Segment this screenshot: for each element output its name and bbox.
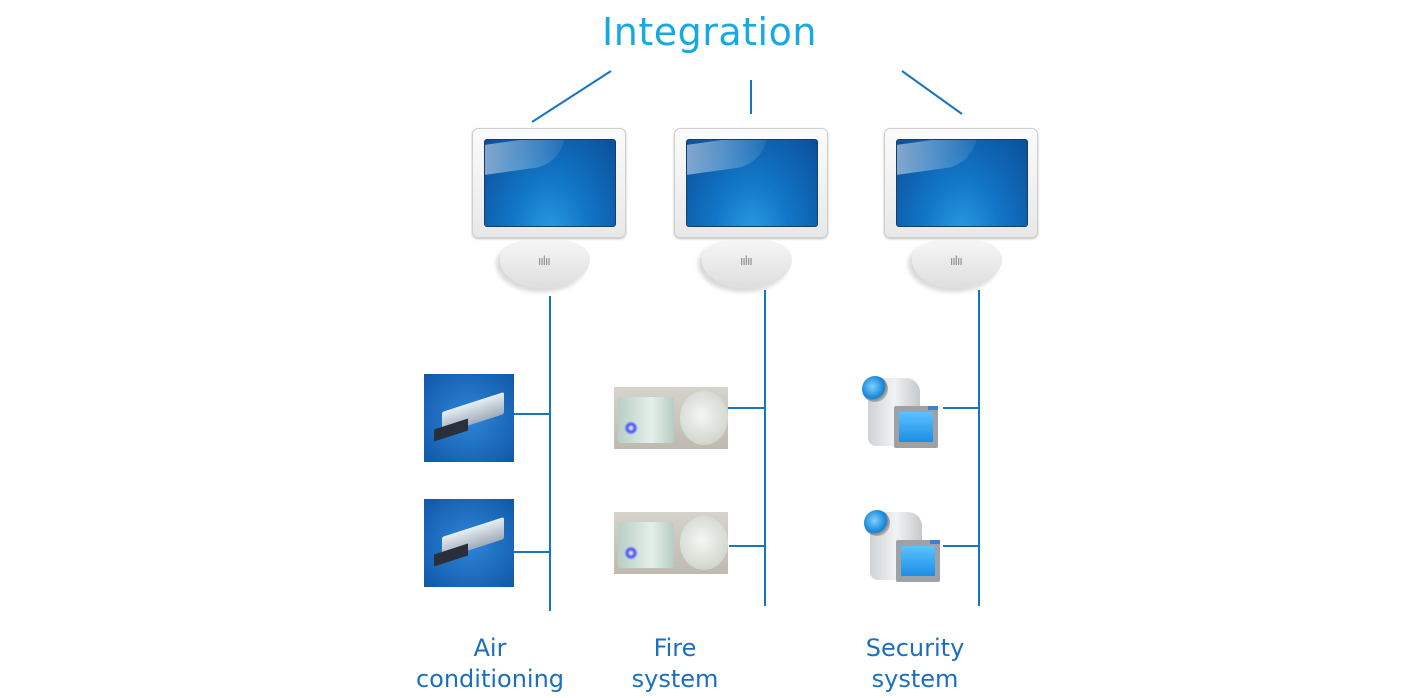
wire-title-to-left-computer bbox=[531, 70, 612, 123]
monitor-screen bbox=[896, 139, 1028, 227]
monitor-screen bbox=[484, 139, 616, 227]
label-line-1: Air bbox=[473, 634, 507, 662]
diagram-title: Integration bbox=[602, 10, 817, 54]
label-line-1: Fire bbox=[653, 634, 697, 662]
label-fire-system: Fire system bbox=[600, 633, 750, 695]
monitor-stand: ıılıı bbox=[702, 240, 792, 288]
smoke-detector-icon bbox=[614, 387, 728, 449]
monitor-stand: ıılıı bbox=[500, 240, 590, 288]
monitor-stand: ıılıı bbox=[912, 240, 1002, 288]
video-camera-icon bbox=[860, 368, 950, 458]
monitor-icon: ıılıı bbox=[884, 128, 1038, 292]
wire-title-to-right-computer bbox=[901, 70, 963, 115]
monitor-bezel bbox=[472, 128, 626, 238]
smoke-detector-icon bbox=[614, 512, 728, 574]
label-security-system: Security system bbox=[840, 633, 990, 695]
monitor-icon: ıılıı bbox=[472, 128, 626, 292]
fan-coil-unit-icon bbox=[424, 499, 514, 587]
monitor-bezel bbox=[884, 128, 1038, 238]
monitor-icon: ıılıı bbox=[674, 128, 828, 292]
label-line-2: conditioning bbox=[415, 665, 565, 693]
fan-coil-unit-icon bbox=[424, 374, 514, 462]
label-line-2: system bbox=[631, 665, 719, 693]
label-line-1: Security bbox=[865, 634, 965, 662]
label-air-conditioning: Air conditioning bbox=[400, 633, 580, 695]
video-camera-icon bbox=[862, 502, 952, 592]
label-line-2: system bbox=[871, 665, 959, 693]
monitor-screen bbox=[686, 139, 818, 227]
monitor-bezel bbox=[674, 128, 828, 238]
